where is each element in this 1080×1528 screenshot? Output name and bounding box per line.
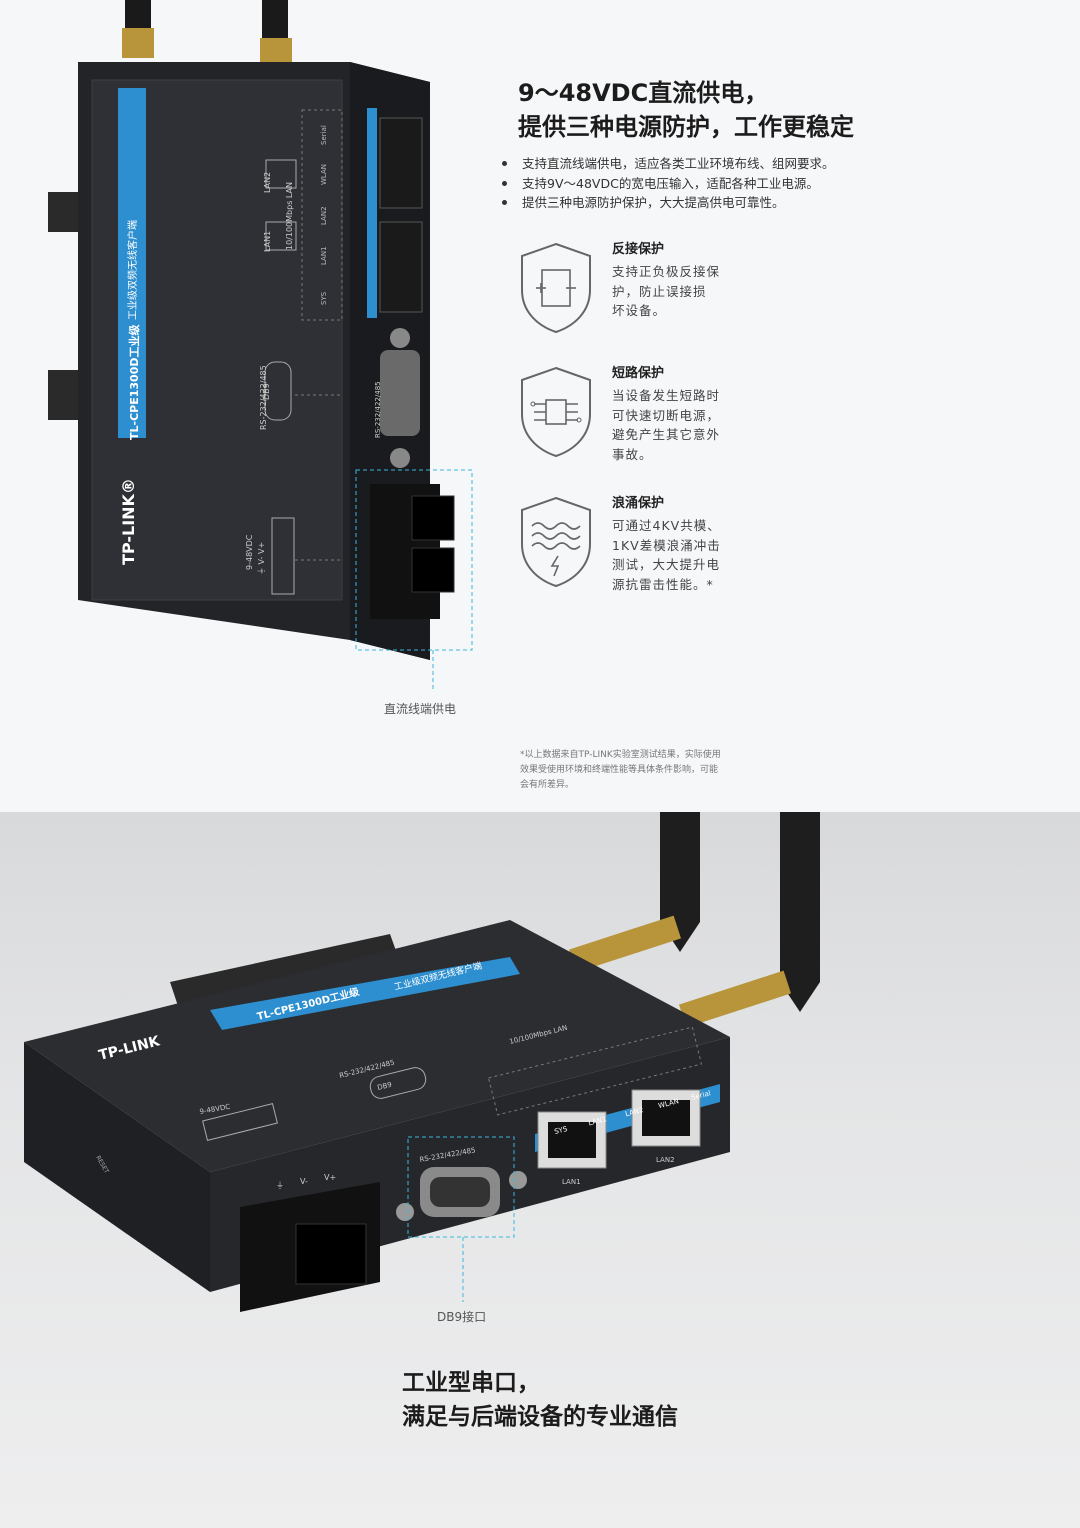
device-top-led-lan2: LAN2	[320, 206, 328, 225]
feature-desc-line: 源抗雷击性能。*	[612, 576, 714, 592]
device-top-power-pins: ⏚ V- V+	[257, 542, 266, 575]
serial-headline-line2: 满足与后端设备的专业通信	[402, 1404, 678, 1430]
feature-desc-line: 避免产生其它意外	[612, 427, 721, 442]
power-headline-line2: 提供三种电源防护，工作更稳定	[518, 113, 854, 141]
serial-headline: 工业型串口， 满足与后端设备的专业通信	[402, 1366, 678, 1434]
device-top-db9-label: RS-232/422/485	[259, 365, 268, 430]
bullet-item: 支持9V～48VDC的宽电压输入，适配各种工业电源。	[500, 174, 835, 194]
feature-desc-line: 支持正负极反接保	[612, 264, 721, 279]
feature-desc: 可通过4KV共模、 1KV差模浪涌冲击 测试，大大提升电 源抗雷击性能。*	[612, 516, 742, 594]
device-top-brand: TP-LINK®	[119, 478, 138, 565]
power-section: TL-CPE1300D工业级 工业级双频无线客户端 TP-LINK® 10/10…	[48, 0, 854, 793]
bullet-item: 提供三种电源防护保护，大大提高供电可靠性。	[500, 193, 835, 213]
feature-title: 反接保护	[612, 242, 665, 257]
device-bottom-led-sys: SYS	[554, 1125, 569, 1136]
feature-desc-line: 坏设备。	[612, 303, 667, 318]
disclaimer-line: 会有所差异。	[520, 780, 575, 790]
device-top-lan2: LAN2	[263, 172, 272, 193]
disclaimer-line: *以上数据来自TP-LINK实验室测试结果，实际使用	[520, 750, 721, 760]
device-top-model: TL-CPE1300D工业级	[127, 324, 141, 440]
device-top-led-wlan: WLAN	[320, 164, 328, 185]
serial-section: TP-LINK TL-CPE1300D工业级 工业级双频无线客户端 10/100…	[0, 812, 1080, 1528]
device-top-led-sys: SYS	[320, 291, 328, 305]
circuit-icon	[521, 366, 591, 458]
device-top-power-label: 9-48VDC	[245, 534, 254, 570]
power-bullets: 支持直流线端供电，适应各类工业环境布线、组网要求。 支持9V～48VDC的宽电压…	[500, 154, 835, 213]
feature-title: 浪涌保护	[612, 496, 665, 511]
feature-desc-line: 可通过4KV共模、	[612, 518, 721, 533]
device-top-lan1: LAN1	[263, 231, 272, 252]
feature-desc-line: 事故。	[612, 446, 653, 462]
disclaimer-line: 效果受使用环境和终端性能等具体条件影响，可能	[520, 765, 719, 775]
feature-title: 短路保护	[612, 366, 665, 381]
surge-wave-icon	[521, 496, 591, 588]
feature-desc-line: 可快速切断电源，	[612, 407, 721, 423]
db9-caption: DB9接口	[437, 1310, 487, 1324]
feature-desc: 支持正负极反接保 护，防止误接损 坏设备。	[612, 262, 742, 321]
bullet-item: 支持直流线端供电，适应各类工业环境布线、组网要求。	[500, 154, 835, 174]
device-bottom-lan2: LAN2	[656, 1156, 675, 1164]
power-headline-line1: 9～48VDC直流供电，	[518, 79, 769, 107]
device-top-side-rs: RS-232/422/485	[374, 381, 382, 438]
device-top-subtitle: 工业级双频无线客户端	[126, 220, 139, 320]
device-bottom-pin-vminus: V-	[300, 1177, 308, 1186]
feature-desc: 当设备发生短路时 可快速切断电源， 避免产生其它意外 事故。	[612, 386, 742, 464]
device-top-lan-group: 10/100Mbps LAN	[285, 182, 294, 250]
dc-power-caption: 直流线端供电	[384, 702, 457, 716]
device-top-led-serial: Serial	[320, 125, 328, 145]
feature-desc-line: 1KV差模浪涌冲击	[612, 537, 721, 553]
device-bottom-pin-vplus: V+	[324, 1173, 336, 1182]
device-image-top: TL-CPE1300D工业级 工业级双频无线客户端 TP-LINK® 10/10…	[48, 0, 473, 690]
serial-headline-line1: 工业型串口，	[402, 1370, 540, 1396]
feature-desc-line: 护，防止误接损	[612, 283, 707, 299]
device-bottom-lan1: LAN1	[562, 1178, 581, 1186]
device-bottom-pin-ground: ⏚	[276, 1181, 284, 1190]
disclaimer: *以上数据来自TP-LINK实验室测试结果，实际使用 效果受使用环境和终端性能等…	[520, 748, 770, 793]
device-image-bottom: TP-LINK TL-CPE1300D工业级 工业级双频无线客户端 10/100…	[24, 812, 820, 1312]
reverse-connection-icon	[521, 242, 591, 334]
device-top-db9: DB9	[262, 383, 271, 400]
power-headline: 9～48VDC直流供电， 提供三种电源防护，工作更稳定	[518, 76, 854, 144]
feature-desc-line: 当设备发生短路时	[612, 388, 721, 403]
feature-desc-line: 测试，大大提升电	[612, 557, 721, 572]
device-top-led-lan1: LAN1	[320, 246, 328, 265]
device-bottom-db9: DB9	[377, 1081, 393, 1092]
